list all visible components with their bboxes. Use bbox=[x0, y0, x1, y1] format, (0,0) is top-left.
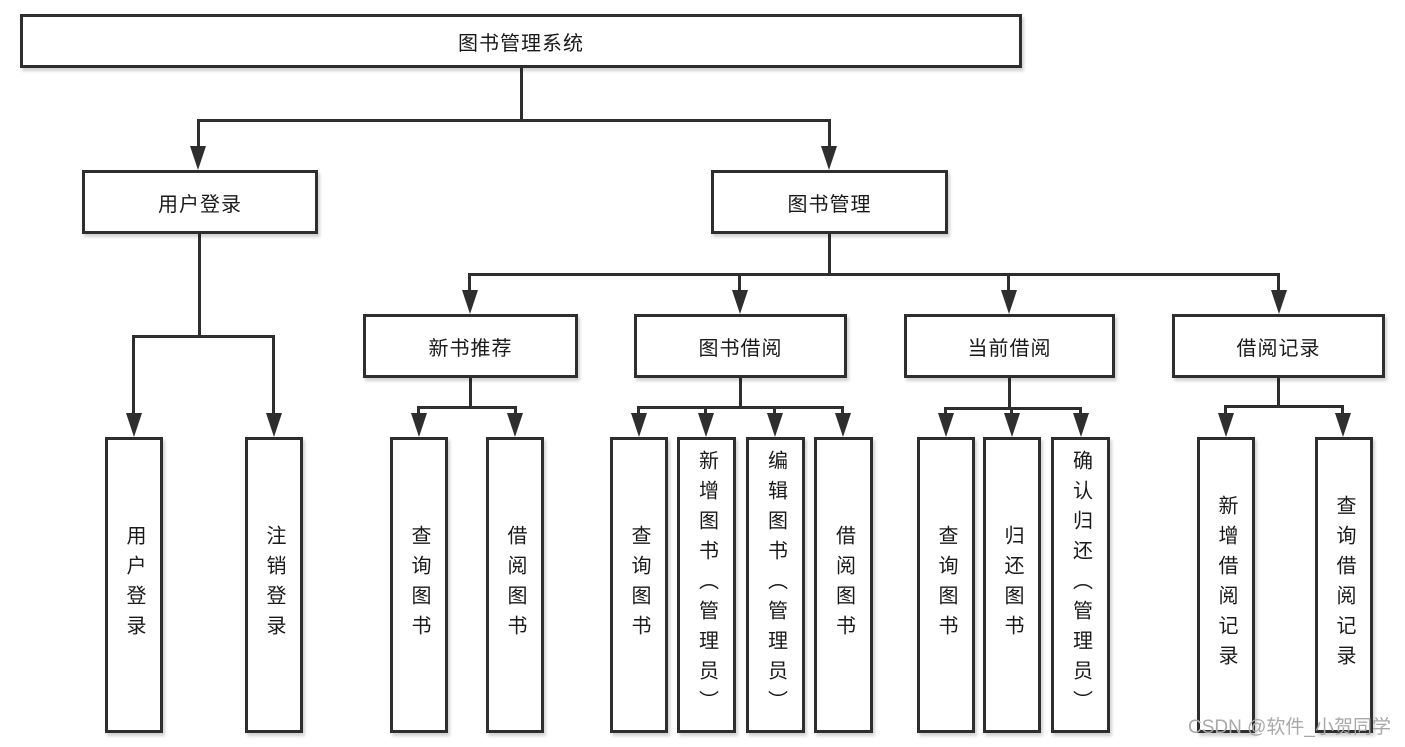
connector-line bbox=[773, 406, 776, 417]
connector-line bbox=[1079, 407, 1082, 417]
arrowhead-down-icon bbox=[126, 413, 142, 437]
connector-line bbox=[637, 406, 844, 409]
connector-line bbox=[272, 335, 275, 417]
connector-line bbox=[469, 378, 472, 409]
connector-line bbox=[828, 234, 831, 276]
leaf-edit-books-admin-label: 编辑图书（管理员） bbox=[764, 450, 787, 720]
arrowhead-down-icon bbox=[190, 146, 206, 170]
leaf-query-books-borrowing: 查询图书 bbox=[610, 437, 668, 733]
node-borrowing-records: 借阅记录 bbox=[1172, 314, 1385, 378]
connector-line bbox=[197, 119, 831, 122]
connector-line bbox=[198, 234, 201, 338]
arrowhead-down-icon bbox=[266, 413, 282, 437]
leaf-query-books-current: 查询图书 bbox=[917, 437, 975, 733]
connector-line bbox=[1224, 405, 1344, 408]
connector-line bbox=[704, 406, 707, 417]
arrowhead-down-icon bbox=[462, 290, 478, 314]
connector-line bbox=[738, 273, 741, 293]
arrowhead-down-icon bbox=[821, 146, 837, 170]
node-new-book-recommend: 新书推荐 bbox=[363, 314, 578, 378]
connector-line bbox=[132, 335, 135, 417]
node-current-borrowing: 当前借阅 bbox=[904, 314, 1115, 378]
leaf-user-login-label: 用户登录 bbox=[123, 525, 145, 645]
leaf-return-books: 归还图书 bbox=[983, 437, 1041, 733]
leaf-borrow-books-borrowing: 借阅图书 bbox=[814, 437, 873, 733]
arrowhead-down-icon bbox=[698, 413, 714, 437]
connector-line bbox=[1277, 378, 1280, 408]
arrowhead-down-icon bbox=[1001, 290, 1017, 314]
arrowhead-down-icon bbox=[507, 413, 523, 437]
leaf-logout: 注销登录 bbox=[245, 437, 303, 733]
watermark: CSDN @软件_小贺同学 bbox=[1188, 717, 1391, 738]
connector-line bbox=[417, 406, 420, 417]
connector-line bbox=[637, 406, 640, 417]
leaf-add-borrow-record: 新增借阅记录 bbox=[1197, 437, 1255, 733]
connector-line bbox=[514, 406, 517, 417]
leaf-return-books-label: 归还图书 bbox=[1001, 525, 1023, 645]
node-book-management-label: 图书管理 bbox=[787, 193, 872, 216]
node-user-login: 用户登录 bbox=[82, 170, 318, 234]
arrowhead-down-icon bbox=[1335, 413, 1351, 437]
leaf-query-borrow-record-label: 查询借阅记录 bbox=[1333, 495, 1355, 675]
leaf-add-books-admin-label: 新增图书（管理员） bbox=[695, 450, 718, 720]
leaf-query-books-recommend-label: 查询图书 bbox=[408, 525, 430, 645]
leaf-user-login: 用户登录 bbox=[105, 437, 163, 733]
node-current-borrowing-label: 当前借阅 bbox=[967, 337, 1052, 360]
connector-line bbox=[197, 119, 200, 150]
leaf-logout-label: 注销登录 bbox=[263, 525, 285, 645]
leaf-query-borrow-record: 查询借阅记录 bbox=[1315, 437, 1373, 733]
connector-line bbox=[739, 378, 742, 409]
connector-line bbox=[468, 273, 471, 293]
connector-line bbox=[944, 407, 1082, 410]
connector-line bbox=[1277, 273, 1280, 293]
arrowhead-down-icon bbox=[1271, 290, 1287, 314]
leaf-add-borrow-record-label: 新增借阅记录 bbox=[1215, 495, 1237, 675]
leaf-edit-books-admin: 编辑图书（管理员） bbox=[746, 437, 805, 733]
connector-line bbox=[1010, 407, 1013, 417]
leaf-borrow-books-recommend: 借阅图书 bbox=[486, 437, 544, 733]
leaf-add-books-admin: 新增图书（管理员） bbox=[677, 437, 736, 733]
leaf-query-books-recommend: 查询图书 bbox=[390, 437, 448, 733]
arrowhead-down-icon bbox=[732, 290, 748, 314]
leaf-borrow-books-recommend-label: 借阅图书 bbox=[504, 525, 526, 645]
arrowhead-down-icon bbox=[767, 413, 783, 437]
node-library-system-label: 图书管理系统 bbox=[458, 32, 584, 55]
arrowhead-down-icon bbox=[835, 413, 851, 437]
connector-line bbox=[1008, 378, 1011, 410]
connector-line bbox=[417, 406, 517, 409]
connector-line bbox=[841, 406, 844, 417]
leaf-query-books-borrowing-label: 查询图书 bbox=[628, 525, 650, 645]
arrowhead-down-icon bbox=[1073, 413, 1089, 437]
node-new-book-recommend-label: 新书推荐 bbox=[428, 337, 513, 360]
connector-line bbox=[132, 335, 274, 338]
connector-line bbox=[1007, 273, 1010, 293]
node-book-management: 图书管理 bbox=[711, 170, 948, 234]
arrowhead-down-icon bbox=[938, 413, 954, 437]
leaf-borrow-books-borrowing-label: 借阅图书 bbox=[832, 525, 855, 645]
connector-line bbox=[944, 407, 947, 417]
arrowhead-down-icon bbox=[631, 413, 647, 437]
node-book-borrowing: 图书借阅 bbox=[634, 314, 847, 378]
leaf-confirm-return-admin: 确认归还（管理员） bbox=[1051, 437, 1110, 733]
node-library-system: 图书管理系统 bbox=[20, 14, 1022, 68]
connector-line bbox=[828, 119, 831, 150]
node-borrowing-records-label: 借阅记录 bbox=[1236, 337, 1321, 360]
connector-line bbox=[520, 68, 523, 121]
arrowhead-down-icon bbox=[1004, 413, 1020, 437]
connector-line bbox=[1341, 405, 1344, 417]
connector-line bbox=[1224, 405, 1227, 417]
connector-line bbox=[468, 273, 1280, 276]
leaf-confirm-return-admin-label: 确认归还（管理员） bbox=[1069, 450, 1092, 720]
leaf-query-books-current-label: 查询图书 bbox=[935, 525, 957, 645]
arrowhead-down-icon bbox=[411, 413, 427, 437]
node-book-borrowing-label: 图书借阅 bbox=[698, 337, 783, 360]
arrowhead-down-icon bbox=[1218, 413, 1234, 437]
node-user-login-label: 用户登录 bbox=[158, 193, 242, 216]
